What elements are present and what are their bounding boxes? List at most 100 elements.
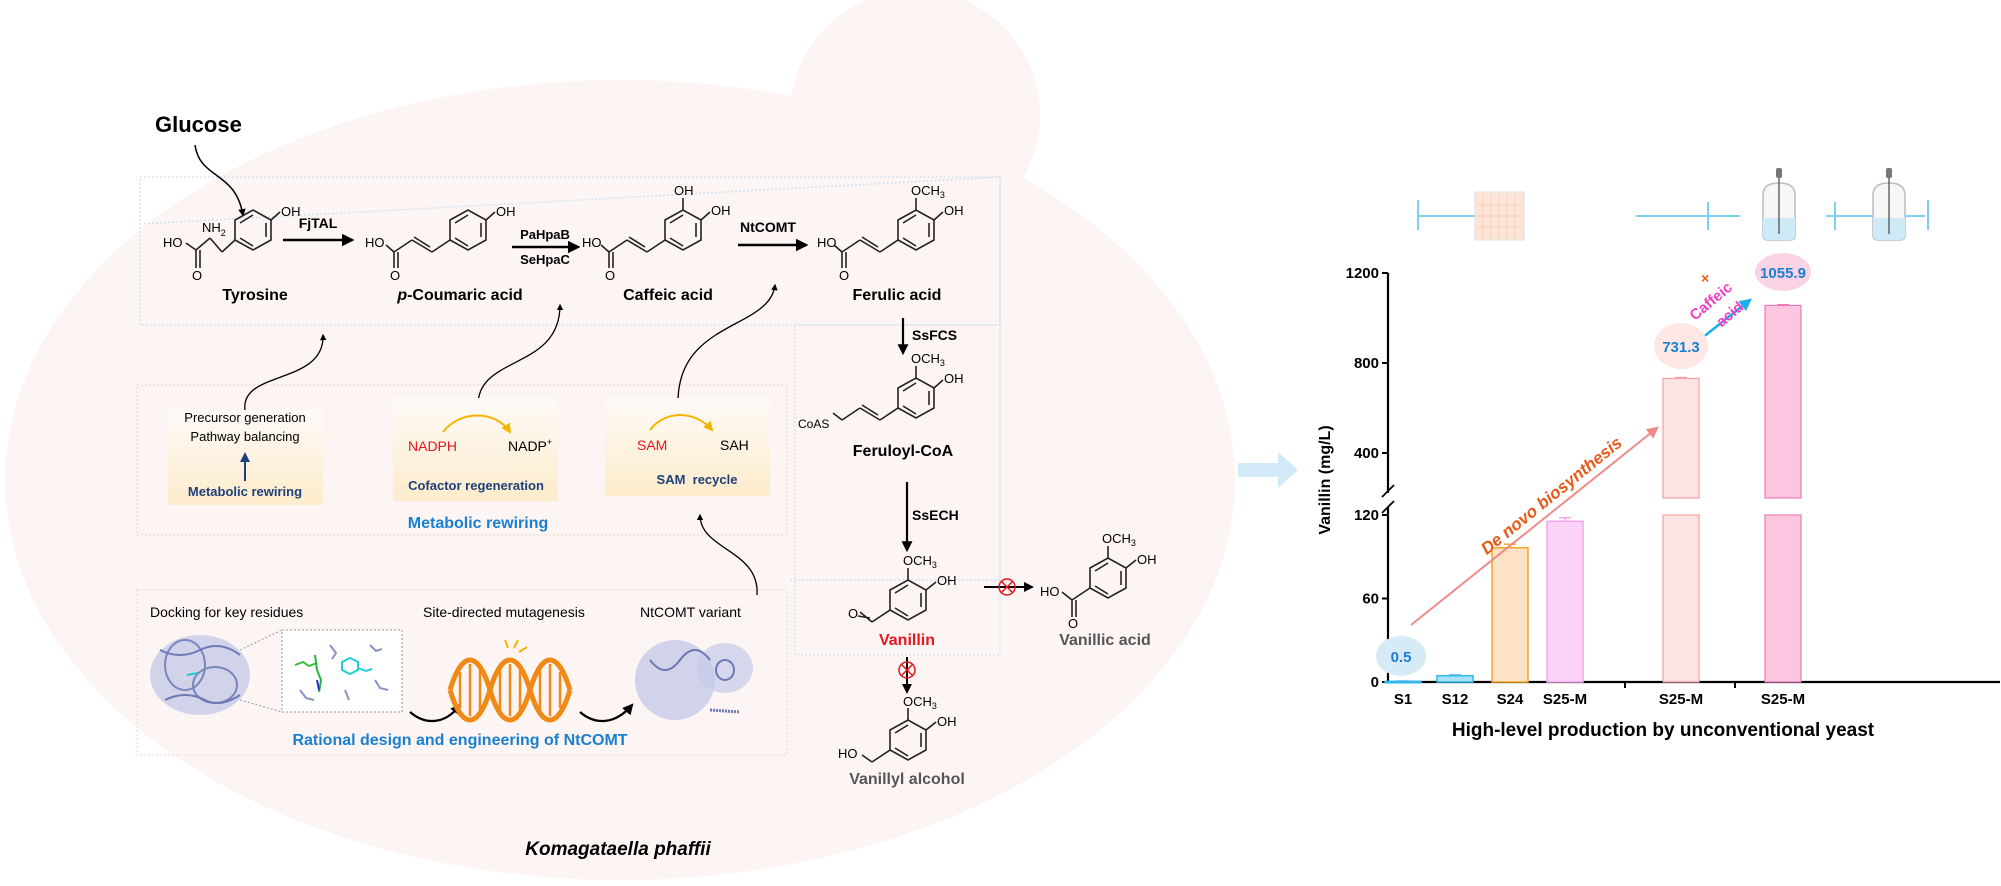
sah-label: SAH	[720, 437, 749, 453]
y-tick-label: 0	[1371, 674, 1379, 691]
variant-label: NtCOMT variant	[640, 604, 741, 620]
vanillyl-alcohol-structure	[861, 708, 937, 763]
value-bubble-731	[1654, 323, 1708, 369]
atom-label: OH	[674, 183, 694, 198]
bar-s25-m-lower	[1764, 514, 1802, 683]
feruloyl-coa-label: Feruloyl-CoA	[853, 443, 954, 460]
flow-arrow	[579, 703, 634, 723]
atom-label: O	[390, 268, 400, 283]
atom-label: O	[1068, 616, 1078, 631]
caffeic-label: Caffeic acid	[623, 287, 713, 304]
blocked-icon	[898, 661, 916, 679]
bar-s25-m-upper	[1764, 304, 1802, 499]
organism-label: Komagataella phaffii	[525, 839, 711, 860]
enzyme-ntcomt: NtCOMT	[740, 219, 796, 235]
atom-label: OH	[281, 204, 301, 219]
atom-label: OH	[937, 573, 957, 588]
tyrosine-label: Tyrosine	[222, 287, 288, 304]
vanillyl-alcohol-label: Vanillyl alcohol	[849, 771, 965, 788]
zoom-line	[239, 699, 283, 713]
atom-label: OH	[937, 714, 957, 729]
ferulic-structure	[833, 198, 944, 268]
docking-label: Docking for key residues	[150, 604, 303, 620]
enzyme-fjtal: FjTAL	[299, 215, 338, 231]
p-coumaric-label: p-Coumaric acid	[396, 287, 522, 304]
module-arrow-precursor	[244, 333, 327, 411]
transition-arrow	[1238, 452, 1298, 488]
atom-label: NH2	[202, 220, 226, 238]
value-bubble-1055	[1755, 253, 1811, 291]
atom-label: O	[192, 268, 202, 283]
plus-mark: ×	[1701, 270, 1709, 286]
feruloyl-coa-structure	[832, 366, 944, 421]
value-label-s1: 0.5	[1391, 649, 1412, 666]
ferulic-box	[794, 324, 1001, 656]
bar-s12	[1436, 674, 1474, 683]
glucose-label: Glucose	[155, 112, 242, 137]
y-tick-label: 60	[1362, 591, 1379, 608]
metabolic-rewiring-title: Metabolic rewiring	[408, 515, 548, 532]
x-tick-label: S24	[1497, 691, 1524, 708]
atom-label: HO	[582, 235, 602, 250]
atom-label: O	[839, 268, 849, 283]
value-bubble-s1	[1376, 636, 1426, 676]
atom-label: O	[848, 606, 858, 621]
tyrosine-structure	[185, 209, 281, 268]
metabolic-rewiring-small: Metabolic rewiring	[188, 484, 302, 499]
y-tick-label: 1200	[1346, 265, 1379, 282]
variant-protein-image	[635, 640, 753, 720]
cofactor-label: Cofactor regeneration	[408, 478, 544, 493]
axis-break-mark	[1381, 484, 1395, 498]
atom-label: OCH3	[911, 183, 945, 200]
x-tick-label: S25-M	[1543, 691, 1587, 708]
atom-label: HO	[1040, 584, 1060, 599]
vanillic-acid-label: Vanillic acid	[1059, 632, 1151, 649]
vanillic-acid-structure	[1061, 546, 1137, 617]
p-coumaric-structure	[385, 209, 496, 268]
enzyme-sehpac: SeHpaC	[520, 252, 570, 267]
sam-recycle-label: SAM recycle	[657, 472, 738, 487]
bar-s24	[1491, 546, 1529, 683]
deep-well-plate-icon	[1474, 191, 1525, 241]
y-tick-label: 120	[1354, 507, 1379, 524]
glucose-arrow	[194, 144, 246, 217]
atom-label: HO	[838, 746, 858, 761]
engineering-title: Rational design and engineering of NtCOM…	[292, 732, 627, 749]
atom-label: OH	[944, 371, 964, 386]
atom-label: OCH3	[911, 351, 945, 368]
culture-timeline	[1417, 200, 1929, 230]
engineering-box	[136, 589, 788, 756]
atom-label: OCH3	[903, 694, 937, 711]
pathway-box-main	[139, 176, 1001, 326]
engineering-arrow	[696, 513, 758, 596]
y-tick-label: 800	[1354, 355, 1379, 372]
blocked-icon	[998, 578, 1016, 596]
de-novo-arrow	[1410, 426, 1659, 626]
nadp-label: NADP+	[508, 437, 552, 454]
atom-label: OH	[496, 204, 516, 219]
metabolic-box	[136, 384, 788, 536]
protein-structure-image	[150, 635, 250, 715]
atom-label: HO	[817, 235, 837, 250]
value-label-731: 731.3	[1662, 339, 1700, 356]
pathway-box-top	[139, 176, 1001, 581]
x-axis-label: High-level production by unconventional …	[1452, 720, 1875, 741]
dna-icon	[447, 639, 573, 723]
atom-label: OH	[711, 203, 731, 218]
bioreactor-icon	[1872, 168, 1906, 241]
mutagenesis-label: Site-directed mutagenesis	[423, 604, 585, 620]
x-tick-label: S1	[1394, 691, 1412, 708]
atom-label: HO	[163, 235, 183, 250]
module-sam-box	[605, 398, 770, 496]
vanillin-structure	[857, 568, 937, 623]
bar-s25-m-upper	[1662, 377, 1700, 499]
atom-label: CoAS	[798, 417, 829, 431]
atom-label: OCH3	[903, 553, 937, 570]
bar-s25-m-lower	[1662, 514, 1700, 683]
bioreactor-icon	[1762, 168, 1796, 241]
module-arrow-cofactor	[477, 303, 564, 406]
precursor-text: Precursor generation	[184, 410, 305, 425]
nadph-arrow	[442, 414, 512, 434]
